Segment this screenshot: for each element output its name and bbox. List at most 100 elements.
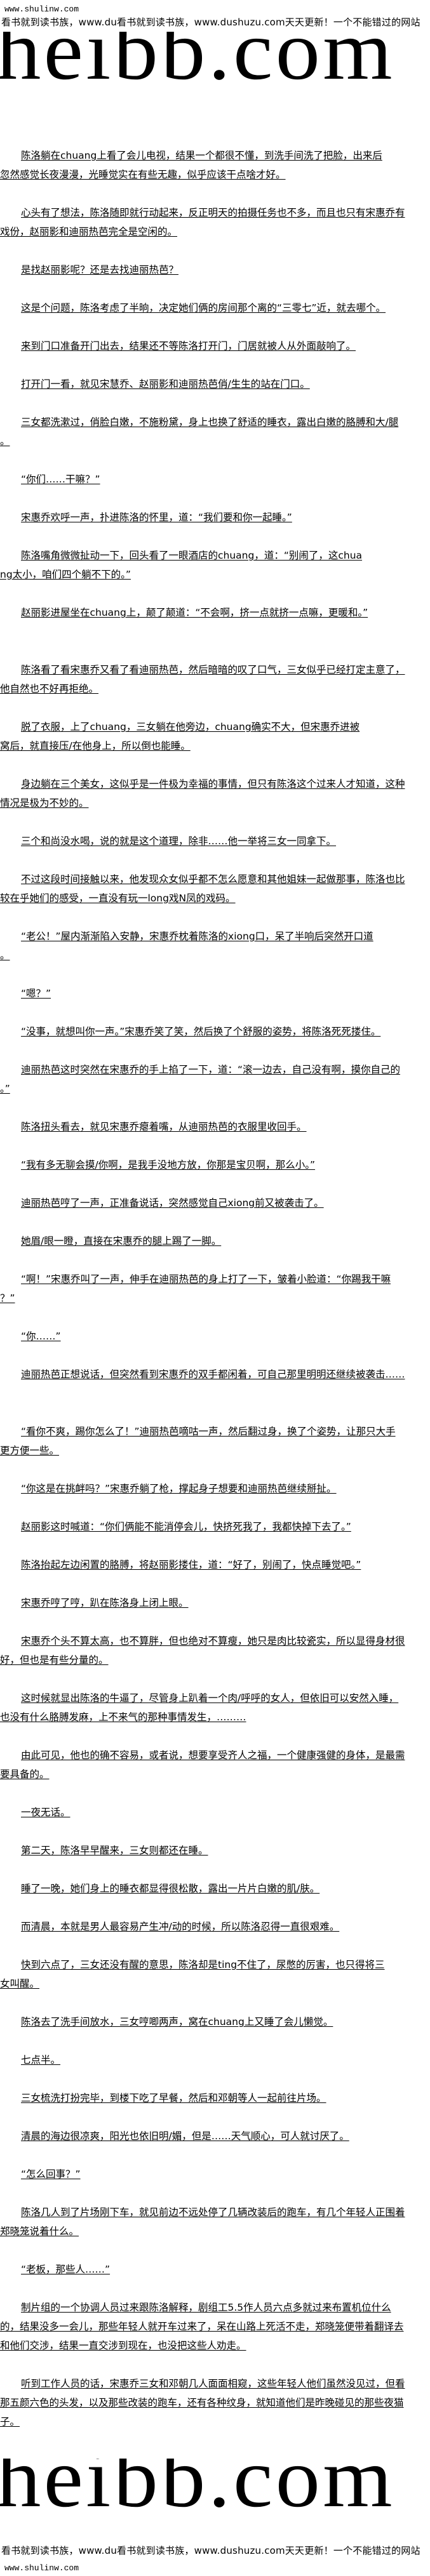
- text-line-content: 迪丽热芭哼了一声，正准备说话，突然感觉自己xiong前又被袭击了。: [21, 1197, 324, 1209]
- text-line: 陈洛看了看宋惠乔又看了看迪丽热芭，然后暗暗的叹了口气，三女似乎已经打定主意了，: [0, 660, 430, 679]
- text-line: 。: [0, 946, 430, 965]
- text-line: 睡了一晚，她们身上的睡衣都显得很松散，露出一片片白嫩的肌/肤。: [0, 1879, 430, 1898]
- paragraph: 第二天，陈洛早早醒来，三女则都还在睡。: [0, 1841, 430, 1860]
- text-line-content: “你这是在挑衅吗？”宋惠乔躺了枪，撑起身子想要和迪丽热芭继续掰扯。: [21, 1483, 337, 1494]
- paragraph: 而清晨，本就是男人最容易产生冲/动的时候，所以陈洛忍得一直很艰难。: [0, 1917, 430, 1936]
- text-line: 陈洛去了洗手间放水，三女哼唧两声，窝在chuang上又睡了会儿懒觉。: [0, 2012, 430, 2031]
- text-line-content: “我有多无聊会摸/你啊，是我手没地方放，你那是宝贝啊，那么小。”: [21, 1159, 316, 1171]
- paragraph: 打开门一看，就见宋慧乔、赵丽影和迪丽热芭俏/生生的站在门口。: [0, 375, 430, 394]
- text-line: 陈洛几人到了片场刚下车，就见前边不远处停了几辆改装后的跑车，有几个年轻人正围着: [0, 2203, 430, 2222]
- text-line-content: 而清晨，本就是男人最容易产生冲/动的时候，所以陈洛忍得一直很艰难。: [21, 1921, 340, 1932]
- paragraph: 三女梳洗打扮完毕，到楼下吃了早餐，然后和邓朝等人一起前往片场。: [0, 2088, 430, 2108]
- text-line-content: 窝后，就直接压/在他身上，所以倒也能睡。: [0, 740, 191, 752]
- text-line: 也没有什么胳膊发麻，上不来气的那种事情发生，………: [0, 1708, 430, 1727]
- text-line-content: 好，但也是有些分量的。: [0, 1654, 109, 1666]
- text-line-content: 赵丽影这时喊道：“你们俩能不能消停会儿，快挤死我了，我都快掉下去了。”: [21, 1521, 351, 1532]
- text-line-content: 这时候就显出陈洛的牛逼了，尽管身上趴着一个肉/呼呼的女人，但依旧可以安然入睡，: [21, 1692, 399, 1704]
- text-line-content: 的，结果没多一会儿，那些年轻人就开车过来了，呆在山路上死活不走，郑晓笼便带着翻译…: [0, 2321, 404, 2332]
- paragraph: 来到门口准备开门出去，结果还不等陈洛打开门，门居就被人从外面敲响了。: [0, 336, 430, 355]
- paragraph: 由此可见，他也的确不容易，或者说，想要享受齐人之福，一个健康强健的身体，是最需要…: [0, 1746, 430, 1784]
- text-line: 好，但也是有些分量的。: [0, 1650, 430, 1670]
- text-line: 不过这段时间接触以来，他发现众女似乎都不怎么愿意和其他姐妹一起做那事，陈洛也比: [0, 870, 430, 889]
- text-line-content: 。”: [0, 1083, 10, 1094]
- text-line-content: 制片组的一个协调人员过来跟陈洛解释，剧组工5.5作人员六点多就过来布置机位什么: [21, 2302, 391, 2313]
- text-line: 的，结果没多一会儿，那些年轻人就开车过来了，呆在山路上死活不走，郑晓笼便带着翻译…: [0, 2317, 430, 2336]
- text-line-content: 郑晓笼说着什么。: [0, 2226, 79, 2237]
- paragraph: “老公！”屋内渐渐陷入安静，宋惠乔枕着陈洛的xiong口，呆了半响后突然开口道。: [0, 927, 430, 965]
- paragraph: 三女都洗漱过，俏脸白嫩，不施粉黛，身上也换了舒适的睡衣，露出白嫩的胳膊和大/腿。: [0, 413, 430, 451]
- text-line-content: 一夜无话。: [21, 1807, 71, 1818]
- paragraph: 陈洛看了看宋惠乔又看了看迪丽热芭，然后暗暗的叹了口气，三女似乎已经打定主意了， 他…: [0, 660, 430, 698]
- text-line: “嗯？”: [0, 984, 430, 1003]
- text-line: 宋惠乔个头不算太高，也不算胖，但也绝对不算瘦，她只是肉比较瓷实，所以显得身材很: [0, 1631, 430, 1650]
- text-line-content: 陈洛扭头看去，就见宋惠乔瘪着嘴，从迪丽热芭的衣服里收回手。: [21, 1121, 307, 1132]
- text-line: 那五颜六色的头发，以及那些改装的跑车，还有各种纹身，就知道他们是昨晚碰见的那些夜…: [0, 2393, 430, 2412]
- paragraph: 清晨的海边很凉爽，阳光也依旧明/媚，但是……天气顺心，可人就讨厌了。: [0, 2127, 430, 2146]
- text-line-content: 。: [0, 950, 10, 961]
- text-line-content: 脱了衣服，上了chuang，三女躺在他旁边，chuang确实不大，但宋惠乔进被: [21, 721, 360, 733]
- text-line: 由此可见，他也的确不容易，或者说，想要享受齐人之福，一个健康强健的身体，是最需: [0, 1746, 430, 1765]
- text-line-content: 他自然也不好再拒绝。: [0, 683, 99, 694]
- text-line-content: 赵丽影进屋坐在chuang上，颠了颠道：“不会啊，挤一点就挤一点嘛，更暖和。”: [21, 607, 368, 618]
- text-line: 心头有了想法，陈洛随即就行动起来，反正明天的拍摄任务也不多，而且也只有宋惠乔有: [0, 203, 430, 222]
- paragraph: “没事，就想叫你一声。”宋惠乔笑了笑，然后换了个舒服的姿势，将陈洛死死搂住。: [0, 1022, 430, 1041]
- text-line-content: 陈洛去了洗手间放水，三女哼唧两声，窝在chuang上又睡了会儿懒觉。: [21, 2016, 333, 2028]
- paragraph: 睡了一晚，她们身上的睡衣都显得很松散，露出一片片白嫩的肌/肤。: [0, 1879, 430, 1898]
- text-line-content: 和他们交涉，结果一直交涉到现在，也没把这些人劝走。: [0, 2340, 246, 2351]
- site-slogan-top: 看书就到读书族，www.du看书就到读书族，www.dushuzu.com天天更…: [1, 17, 420, 28]
- text-line: 听到工作人员的话，宋惠乔三女和邓朝几人面面相窥，这些年轻人他们虽然没见过，但看: [0, 2374, 430, 2393]
- text-line: “看你不爽，踢你怎么了！”迪丽热芭嘀咕一声，然后翻过身，换了个姿势，让那只大手: [0, 1422, 430, 1441]
- text-line: 迪丽热芭这时突然在宋惠乔的手上掐了一下，道：“滚一边去，自己没有啊，摸你自己的: [0, 1060, 430, 1079]
- text-line: 而清晨，本就是男人最容易产生冲/动的时候，所以陈洛忍得一直很艰难。: [0, 1917, 430, 1936]
- paragraph: “嗯？”: [0, 984, 430, 1003]
- text-line-content: 七点半。: [21, 2054, 61, 2066]
- paragraph: 陈洛躺在chuang上看了会儿电视，结果一个都很不懂，到洗手间洗了把脸，出来后忽…: [0, 146, 430, 184]
- text-line-content: 也没有什么胳膊发麻，上不来气的那种事情发生，………: [0, 1711, 246, 1723]
- text-line: 。: [0, 432, 430, 451]
- text-line-content: 三女都洗漱过，俏脸白嫩，不施粉黛，身上也换了舒适的睡衣，露出白嫩的胳膊和大/腿: [21, 416, 399, 428]
- text-line-content: 第二天，陈洛早早醒来，三女则都还在睡。: [21, 1845, 208, 1856]
- text-line: 一夜无话。: [0, 1803, 430, 1822]
- text-line: 陈洛躺在chuang上看了会儿电视，结果一个都很不懂，到洗手间洗了把脸，出来后: [0, 146, 430, 165]
- text-line-content: “没事，就想叫你一声。”宋惠乔笑了笑，然后换了个舒服的姿势，将陈洛死死搂住。: [21, 1026, 381, 1037]
- text-line-content: 睡了一晚，她们身上的睡衣都显得很松散，露出一片片白嫩的肌/肤。: [21, 1883, 320, 1894]
- text-line: ？”: [0, 1289, 430, 1308]
- paragraph: 一夜无话。: [0, 1803, 430, 1822]
- text-line-content: 来到门口准备开门出去，结果还不等陈洛打开门，门居就被人从外面敲响了。: [21, 340, 356, 352]
- text-line-content: 心头有了想法，陈洛随即就行动起来，反正明天的拍摄任务也不多，而且也只有宋惠乔有: [21, 207, 405, 218]
- paragraph: 快到六点了，三女还没有醒的意思，陈洛却是ting不住了，尿憋的厉害，也只得将三女…: [0, 1955, 430, 1993]
- text-line-content: 她眉/眼一瞪，直接在宋惠乔的腿上踢了一脚。: [21, 1235, 222, 1247]
- text-line-content: 陈洛看了看宋惠乔又看了看迪丽热芭，然后暗暗的叹了口气，三女似乎已经打定主意了，: [21, 664, 405, 675]
- paragraph: “你……”: [0, 1327, 430, 1346]
- text-line-content: 不过这段时间接触以来，他发现众女似乎都不怎么愿意和其他姐妹一起做那事，陈洛也比: [21, 873, 405, 885]
- paragraph: 这是个问题，陈洛考虑了半晌，决定她们俩的房间那个离的“三零七”近，就去哪个。: [0, 298, 430, 317]
- logo-text: heibb.com: [0, 2459, 395, 2520]
- text-line-content: 迪丽热芭这时突然在宋惠乔的手上掐了一下，道：“滚一边去，自己没有啊，摸你自己的: [21, 1064, 401, 1075]
- text-line: 戏份，赵丽影和迪丽热芭完全是空闲的。: [0, 222, 430, 241]
- paragraph: 迪丽热芭正想说话，但突然看到宋惠乔的双手都闲着，可自己那里明明还继续被袭击……: [0, 1365, 430, 1384]
- text-line: “怎么回事？”: [0, 2165, 430, 2184]
- text-line-content: 听到工作人员的话，宋惠乔三女和邓朝几人面面相窥，这些年轻人他们虽然没见过，但看: [21, 2378, 405, 2389]
- text-line: 她眉/眼一瞪，直接在宋惠乔的腿上踢了一脚。: [0, 1232, 430, 1251]
- text-line: 更方便一些。: [0, 1441, 430, 1460]
- paragraph: 宋惠乔欢呼一声，扑进陈洛的怀里，道：“我们要和你一起睡。”: [0, 508, 430, 527]
- text-line-content: 陈洛抬起左边闲置的胳膊，将赵丽影搂住，道：“好了，别闹了，快点睡觉吧。”: [21, 1559, 361, 1570]
- text-line-content: 陈洛嘴角微微扯动一下，回头看了一眼酒店的chuang，道：“别闹了，这chua: [21, 550, 363, 561]
- text-line-content: “嗯？”: [21, 988, 51, 999]
- text-line: 这时候就显出陈洛的牛逼了，尽管身上趴着一个肉/呼呼的女人，但依旧可以安然入睡，: [0, 1689, 430, 1708]
- text-line: 脱了衣服，上了chuang，三女躺在他旁边，chuang确实不大，但宋惠乔进被: [0, 717, 430, 736]
- text-line: 赵丽影这时喊道：“你们俩能不能消停会儿，快挤死我了，我都快掉下去了。”: [0, 1517, 430, 1536]
- paragraph: “啊！”宋惠乔叫了一声，伸手在迪丽热芭的身上打了一下，皱着小脸道：“你踢我干嘛？…: [0, 1270, 430, 1308]
- paragraph: 宋惠乔哼了哼，趴在陈洛身上闭上眼。: [0, 1593, 430, 1612]
- text-line-content: 忽然感觉长夜漫漫，光睡觉实在有些无趣，似乎应该干点啥才好。: [0, 169, 286, 180]
- paragraph: 心头有了想法，陈洛随即就行动起来，反正明天的拍摄任务也不多，而且也只有宋惠乔有戏…: [0, 203, 430, 241]
- paragraph: 她眉/眼一瞪，直接在宋惠乔的腿上踢了一脚。: [0, 1232, 430, 1251]
- text-line-content: 是找赵丽影呢？还是去找迪丽热芭？: [21, 264, 179, 276]
- site-logo-top: heibb.com: [0, 32, 430, 93]
- text-line: 陈洛抬起左边闲置的胳膊，将赵丽影搂住，道：“好了，别闹了，快点睡觉吧。”: [0, 1555, 430, 1574]
- text-line: “你……”: [0, 1327, 430, 1346]
- paragraph: “看你不爽，踢你怎么了！”迪丽热芭嘀咕一声，然后翻过身，换了个姿势，让那只大手更…: [0, 1422, 430, 1460]
- text-line: “老板，那些人……”: [0, 2260, 430, 2279]
- paragraph: “你们……干嘛？”: [0, 470, 430, 489]
- text-line-content: 女叫醒。: [0, 1978, 40, 1989]
